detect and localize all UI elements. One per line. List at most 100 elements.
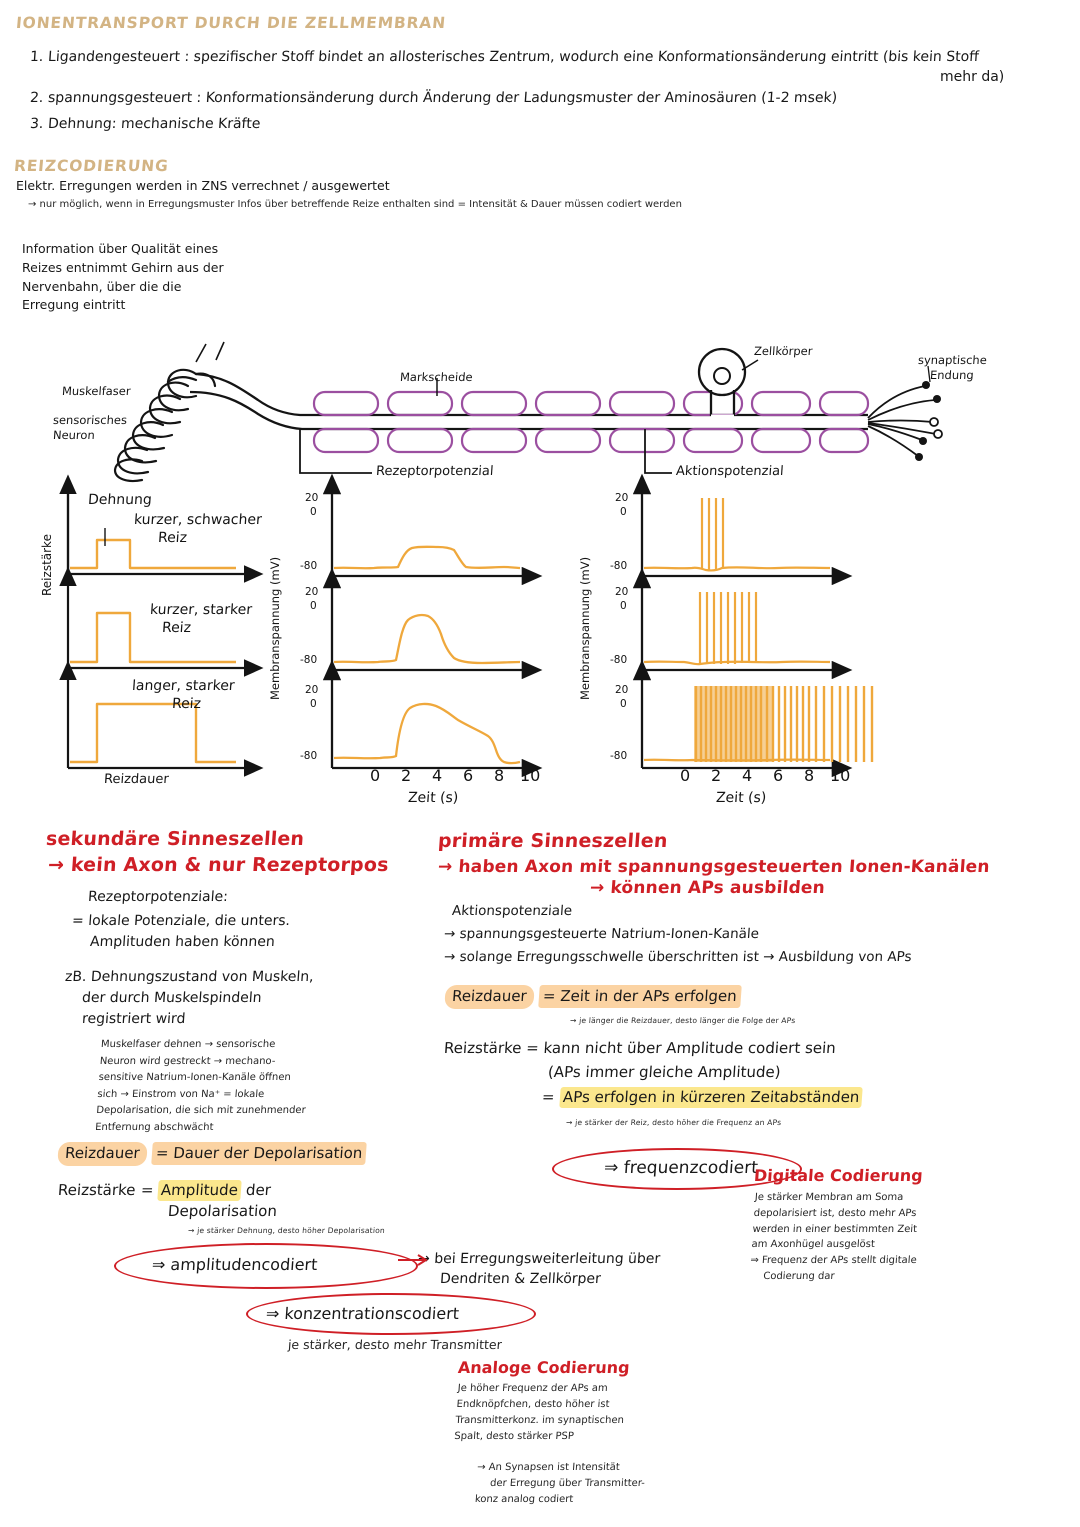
secondary-example-line-3: registriert wird (81, 1011, 186, 1027)
secondary-detail-line-3: sensitive Natrium-Ionen-Kanäle öffnen (98, 1072, 292, 1083)
stimulus-label-1b: Reiz (157, 530, 188, 546)
secondary-detail-line-5: Depolarisation, die sich mit zunehmender (95, 1105, 307, 1116)
heading-sekundaere-sinneszellen: sekundäre Sinneszellen (45, 828, 305, 850)
axon-lower-membrane (189, 390, 868, 431)
muscle-strand-2 (215, 341, 225, 361)
label-aktionspotenzial: Aktionspotenzial (675, 464, 785, 479)
action-xtick-10: 10 (830, 766, 851, 785)
ion-item-2-num: 2. (29, 90, 44, 106)
secondary-arrow-note-2: Dendriten & Zellkörper (439, 1271, 602, 1287)
secondary-def-line-2: Amplituden haben können (89, 934, 276, 950)
receptor-trace-1 (333, 545, 521, 570)
receptor-ytick-0-p2: 0 (310, 600, 317, 612)
secondary-detail-line-1: Muskelfaser dehnen → sensorische (100, 1039, 276, 1050)
digital-coding-line-5: ⇒ Frequenz der APs stellt digitale (749, 1255, 918, 1267)
reiz-quality-line-4: Erregung eintritt (22, 297, 126, 313)
rezeptorpotenzial-bracket (299, 429, 372, 474)
action-ytick-0-p2: 0 (620, 600, 627, 612)
reiz-quality-line-1: Information über Qualität eines (22, 241, 219, 256)
reiz-quality-line-3: Nervenbahn, über die die (22, 278, 182, 294)
label-sensorisches-neuron-line2: Neuron (52, 428, 96, 442)
digital-coding-line-6: Codierung dar (762, 1270, 835, 1282)
receptor-panel-3 (322, 659, 543, 778)
primary-eq3: = APs erfolgen in kürzeren Zeitabständen (541, 1087, 863, 1108)
muscle-strand-1 (195, 343, 207, 363)
receptor-trace-2 (333, 613, 521, 665)
stimulus-y-axis-label: Reizstärke (40, 534, 54, 596)
secondary-eq2-rest: der (245, 1181, 272, 1199)
label-sensorisches-neuron-line1: sensorisches (52, 413, 128, 427)
synapse-boutons (915, 381, 943, 461)
receptor-ytick-20-p3: 20 (305, 684, 319, 696)
primary-eq2-val: = kann nicht über Amplitude codiert sein (525, 1039, 837, 1057)
primary-term-aktionspotenziale: Aktionspotenziale (451, 903, 573, 919)
analog-coding-line-2: Endknöpfchen, desto höher ist (456, 1399, 610, 1410)
secondary-eq1-key: Reizdauer (57, 1142, 148, 1166)
primary-bullet-2: → solange Erregungsschwelle überschritte… (443, 949, 913, 965)
secondary-eq1-val: = Dauer der Depolarisation (150, 1142, 367, 1165)
action-panel-1 (632, 473, 853, 586)
digital-coding-line-1: Je stärker Membran am Soma (754, 1192, 904, 1203)
secondary-def-line-1: = lokale Potenziale, die unters. (71, 913, 291, 929)
subheading-primaere-2: → können APs ausbilden (589, 878, 826, 898)
reiz-quality-block: Information über Qualität eines Reizes e… (22, 240, 322, 315)
receptor-panel-1 (322, 473, 543, 586)
secondary-eq-reizdauer: Reizdauer = Dauer der Depolarisation (57, 1142, 367, 1166)
charts-row (0, 473, 1080, 806)
ion-item-3: 3. Dehnung: mechanische Kräfte (29, 115, 1070, 134)
action-y-axis-label: Membranspannung (mV) (578, 556, 592, 700)
secondary-example-line-1: zB. Dehnungszustand von Muskeln, (64, 969, 315, 985)
primary-eq1-note: → je länger die Reizdauer, desto länger … (569, 1016, 796, 1025)
analog-coding-line-3: Transmitterkonz. im synaptischen (455, 1415, 625, 1426)
secondary-circle-2-text: ⇒ konzentrationscodiert (265, 1304, 460, 1323)
action-baseline-2 (643, 660, 831, 666)
stimulus-trace-3 (70, 702, 236, 764)
action-panel-3 (632, 659, 874, 778)
secondary-circle-1-text: ⇒ amplitudencodiert (151, 1255, 319, 1274)
secondary-eq2-line2: Depolarisation (167, 1202, 278, 1220)
label-muskelfaser: Muskelfaser (61, 384, 132, 398)
action-ytick-0-p1: 0 (620, 506, 627, 518)
analog-coding-line-1: Je höher Frequenz der APs am (457, 1383, 609, 1394)
ion-item-1: 1. Ligandengesteuert : spezifischer Stof… (29, 48, 1070, 67)
primary-eq2-sub: (APs immer gleiche Amplitude) (547, 1063, 782, 1081)
action-ytick-20-p1: 20 (615, 492, 629, 504)
digital-coding-body: Je stärker Membran am Soma depolarisiert… (749, 1190, 1016, 1285)
receptor-xtick-6: 6 (463, 766, 474, 785)
stimulus-label-2a: kurzer, starker (149, 602, 253, 618)
zellkoerper-leader (741, 359, 759, 371)
receptor-ytick-0-p1: 0 (310, 506, 317, 518)
annotation-dehnung: Dehnung (87, 492, 153, 508)
secondary-detail-line-6: Entfernung abschwächt (94, 1121, 214, 1133)
receptor-ytick-20-p1: 20 (305, 492, 319, 504)
action-x-axis-label: Zeit (s) (715, 790, 767, 806)
action-ytick-80-p1: -80 (610, 560, 628, 572)
action-ytick-20-p3: 20 (615, 684, 629, 696)
secondary-detail-line-4: sich → Einstrom von Na⁺ = lokale (97, 1088, 265, 1100)
primary-eq1-key: Reizdauer (444, 985, 535, 1009)
action-spikes-1 (700, 498, 725, 570)
secondary-example-line-2: der durch Muskelspindeln (81, 990, 263, 1006)
action-xtick-0: 0 (680, 766, 691, 785)
stimulus-trace-2 (70, 611, 236, 664)
primary-eq1-val: = Zeit in der APs erfolgen (537, 985, 742, 1008)
ion-item-1-num: 1. (29, 49, 44, 65)
analog-conclusion-line-1: → An Synapsen ist Intensität (476, 1462, 621, 1473)
receptor-xtick-0: 0 (370, 766, 381, 785)
label-rezeptorpotenzial: Rezeptorpotenzial (375, 464, 495, 479)
heading-primaere-sinneszellen: primäre Sinneszellen (437, 830, 669, 852)
receptor-xtick-8: 8 (494, 766, 505, 785)
action-spikes-2 (698, 592, 758, 664)
ion-item-1-text: Ligandengesteuert : spezifischer Stoff b… (47, 49, 980, 65)
secondary-detail-line-2: Neuron wird gestreckt → mechano- (99, 1055, 276, 1067)
receptor-ytick-0-p3: 0 (310, 698, 317, 710)
synapse-leader (927, 365, 931, 383)
stimulus-label-3b: Reiz (171, 696, 202, 712)
ion-item-1-cont: mehr da) (940, 69, 1005, 85)
reiz-quality-line-2: Reizes entnimmt Gehirn aus der (22, 259, 224, 275)
heading-reizcodierung: REIZCODIERUNG (13, 157, 170, 175)
stimulus-panel-2 (59, 566, 264, 677)
stimulus-panel-3 (59, 660, 264, 777)
receptor-ytick-80-p2: -80 (300, 654, 318, 666)
secondary-detail-block: Muskelfaser dehnen → sensorische Neuron … (95, 1037, 432, 1136)
